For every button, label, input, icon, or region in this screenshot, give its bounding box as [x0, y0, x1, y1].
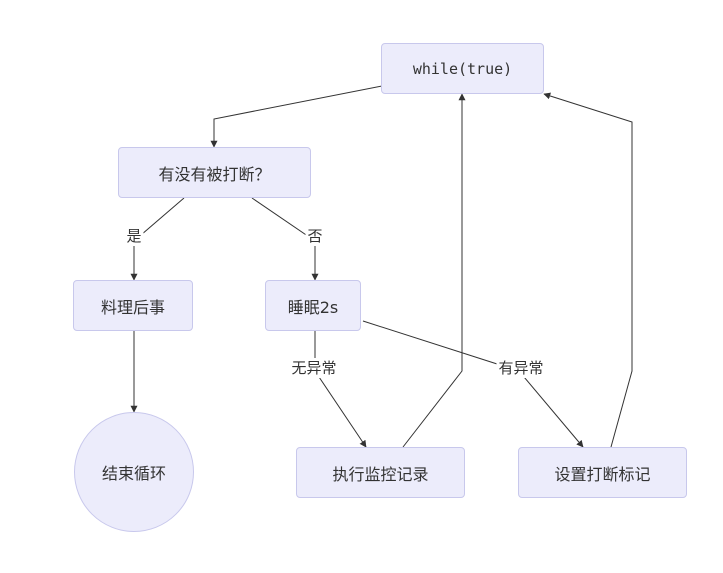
edge-sleep-to-record	[314, 331, 367, 448]
edge-label-no-exception: 无异常	[289, 358, 339, 378]
node-cleanup: 料理后事	[73, 280, 193, 331]
node-while-true: while(true)	[381, 43, 544, 94]
edge-sleep-to-setflag	[362, 320, 584, 448]
edge-label-no: 否	[305, 226, 325, 246]
node-set-interrupt-flag: 设置打断标记	[518, 447, 687, 498]
node-monitor-record: 执行监控记录	[296, 447, 465, 498]
node-interrupt-check: 有没有被打断？	[118, 147, 311, 198]
edge-record-to-loop	[402, 93, 466, 448]
node-end-loop: 结束循环	[74, 412, 194, 532]
edge-label-exception: 有异常	[496, 358, 546, 378]
edge-loop-to-check	[210, 85, 383, 148]
edge-setflag-to-loop	[543, 92, 633, 448]
edge-label-yes: 是	[124, 226, 144, 246]
node-sleep: 睡眠2s	[265, 280, 361, 331]
